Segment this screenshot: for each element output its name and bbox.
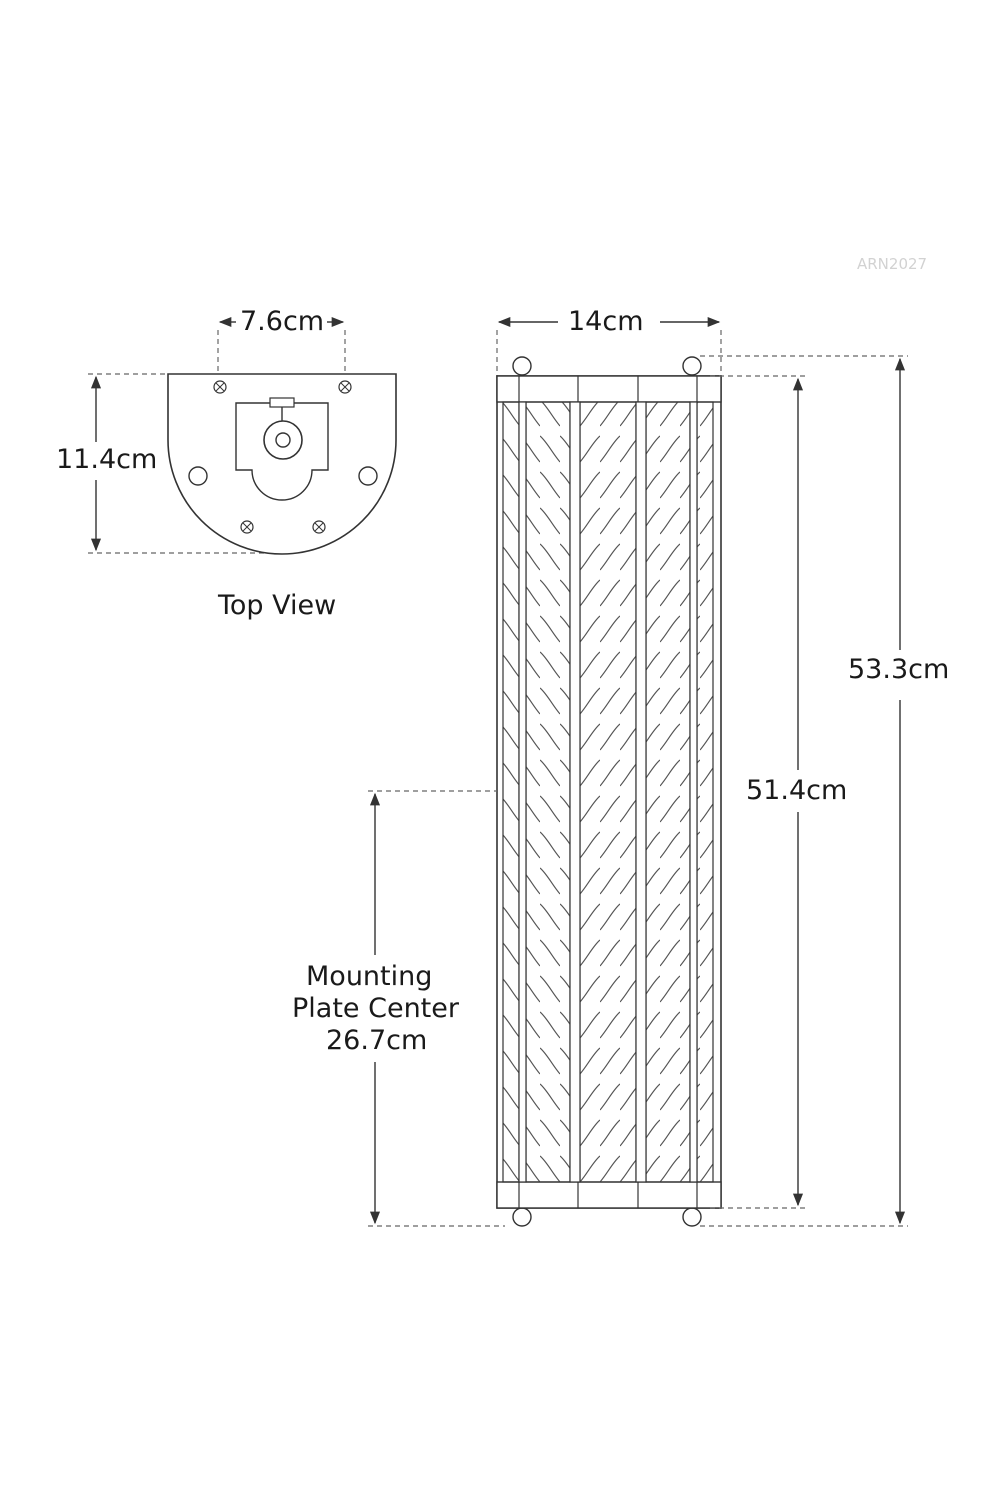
top-depth-label: 11.4cm [56,444,158,476]
product-code: ARN2027 [857,255,928,273]
overall-height-label: 53.3cm [848,654,950,686]
body-height-label: 51.4cm [746,775,848,807]
mounting-label-line2: Plate Center [292,993,459,1025]
front-view-drawing [368,316,908,1227]
mounting-label-line1: Mounting [306,961,433,993]
mounting-label-line3: 26.7cm [326,1025,428,1057]
top-view-drawing [88,316,397,555]
top-view-caption: Top View [218,590,337,622]
front-width-label: 14cm [568,306,644,338]
top-width-label: 7.6cm [240,306,325,338]
